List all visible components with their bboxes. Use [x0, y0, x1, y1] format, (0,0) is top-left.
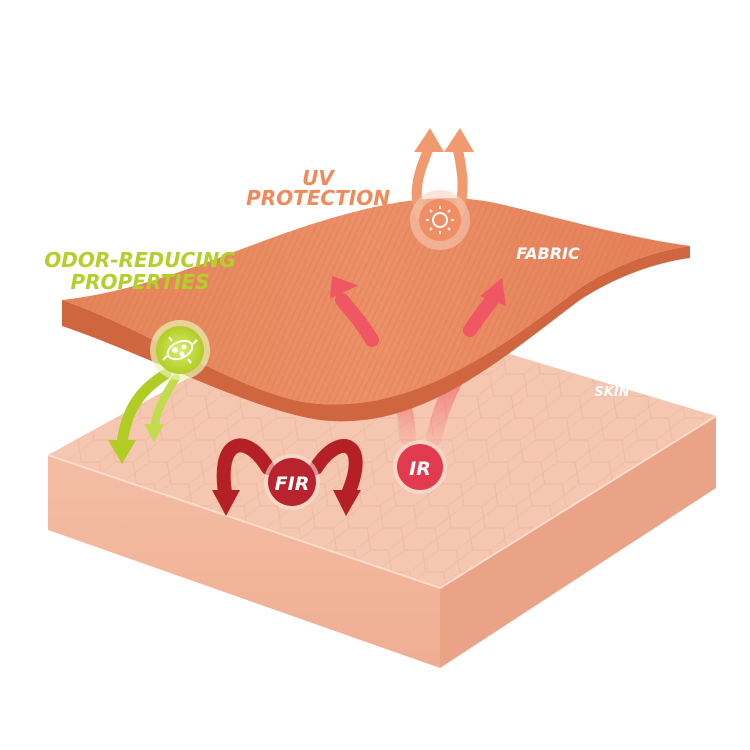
bacteria-icon [162, 336, 198, 364]
uv-label-line1: UV [302, 166, 335, 190]
uv-reflection [410, 128, 474, 250]
odor-reduction [108, 320, 210, 464]
fir-label: FIR [275, 473, 310, 495]
ir-label: IR [409, 458, 431, 480]
fabric-label: FABRIC [516, 244, 580, 263]
skin-label: SKIN [594, 385, 629, 400]
fir-emitter: FIR [212, 438, 363, 516]
odor-label-line1: ODOR-REDUCING [44, 248, 235, 272]
ir-arrows-through-fabric [329, 275, 506, 347]
sun-icon [426, 206, 454, 234]
odor-label-line2: PROPERTIES [70, 270, 209, 294]
uv-label-line2: PROTECTION [246, 186, 390, 210]
fabric-layer [62, 198, 690, 422]
